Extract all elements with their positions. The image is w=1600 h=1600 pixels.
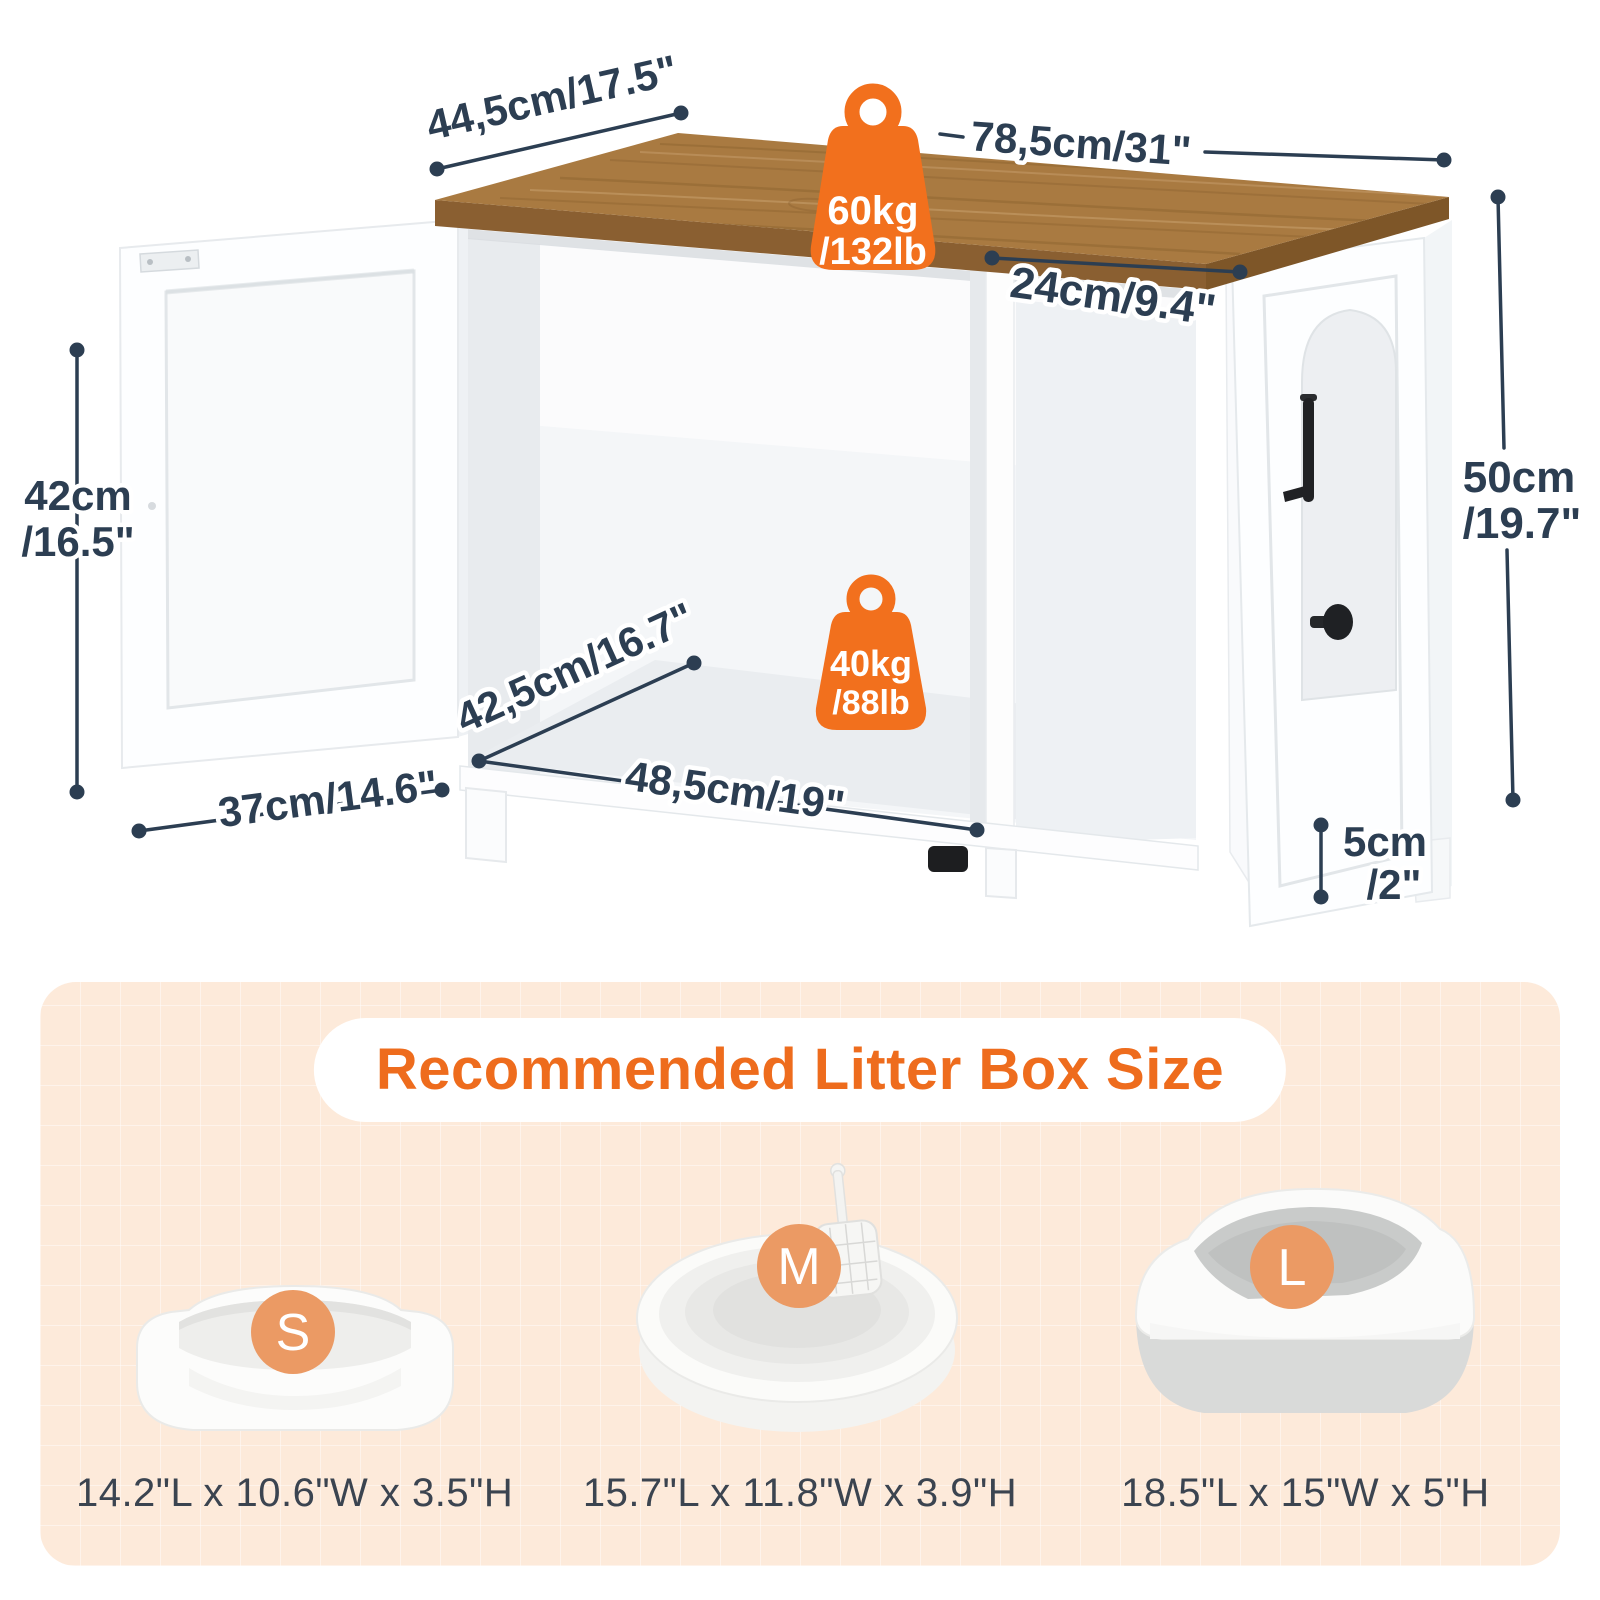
weight-60kg-icon: 60kg /132lb	[810, 83, 936, 273]
dim-leg-height: 5cm /2"	[1313, 814, 1432, 913]
size-badge-medium	[757, 1224, 842, 1308]
cabinet-dimension-diagram: 44,5cm/17.5" 78,5cm/31" 60kg /132lb 24cm…	[17, 45, 1586, 928]
dim-leg-height-label-2: /2"	[1367, 861, 1422, 908]
litter-box-small-dimensions: 14.2"L x 10.6"W x 3.5"H	[75, 1471, 514, 1515]
panel-title: Recommended Litter Box Size	[313, 1018, 1287, 1122]
litter-box-item-large: L 18.5"L x 15"W x 5"H	[1055, 1165, 1557, 1516]
dim-door-width: 37cm/14.6"	[131, 756, 450, 841]
litter-box-small-image: S	[135, 1284, 454, 1431]
weight-60kg-label-1: 60kg	[827, 189, 918, 233]
left-door-panel	[164, 269, 416, 710]
left-door-edge	[458, 221, 468, 737]
size-badge-large-label: L	[1278, 1239, 1307, 1297]
right-door-frame	[1262, 274, 1404, 888]
dim-leg-height-label-1: 5cm	[1343, 818, 1427, 865]
tabletop-surface	[435, 133, 1449, 264]
door-knob-icon	[1323, 604, 1353, 640]
divider-panel	[985, 259, 1015, 847]
litter-box-large-dimensions: 18.5"L x 15"W x 5"H	[1121, 1471, 1490, 1515]
litter-box-medium-image: M	[636, 1162, 959, 1432]
dim-cabinet-height: 50cm /19.7"	[1458, 189, 1586, 808]
legs	[465, 786, 1017, 900]
dim-door-height: 42cm /16.5"	[17, 342, 139, 800]
size-badge-large	[1250, 1225, 1335, 1309]
middle-leg	[985, 846, 1017, 900]
hinge-screw-icon	[185, 256, 191, 262]
weight-40kg-label-2: /88lb	[832, 684, 909, 722]
right-door-arch-window	[1301, 308, 1397, 702]
interior-right-compartment	[1016, 300, 1196, 844]
dim-door-width-label: 37cm/14.6"	[215, 761, 440, 836]
door-screw-icon	[148, 502, 156, 510]
dim-cabinet-height-label-2: /19.7"	[1463, 499, 1582, 548]
interior-left-wall	[468, 238, 540, 776]
latch-cap-icon	[1300, 394, 1317, 401]
tabletop-right-edge	[1206, 197, 1449, 290]
dim-door-height-label-1: 42cm	[24, 472, 131, 519]
recommendation-panel: Recommended Litter Box Size S 14.2"L x 1…	[40, 982, 1560, 1566]
weight-40kg-icon: 40kg /88lb	[815, 574, 927, 730]
left-door-panel-shadow	[165, 268, 415, 295]
weight-60kg-label-2: /132lb	[819, 231, 927, 273]
litter-box-medium-dimensions: 15.7"L x 11.8"W x 3.9"H	[582, 1471, 1018, 1515]
dim-cabinet-height-label-1: 50cm	[1463, 453, 1576, 502]
right-end	[1225, 220, 1452, 928]
door-hinge-plate-icon	[139, 249, 200, 273]
divider-shade	[970, 260, 986, 844]
size-badge-medium-label: M	[778, 1238, 821, 1296]
adjustable-foot	[928, 846, 968, 872]
litter-box-small-wrap: S	[44, 1270, 546, 1445]
front-left-leg	[465, 786, 507, 864]
litter-box-large-image: L	[1135, 1187, 1476, 1413]
left-door	[118, 218, 468, 770]
latch-rod-icon	[1303, 398, 1314, 502]
litter-box-row: S 14.2"L x 10.6"W x 3.5"H	[40, 1160, 1560, 1516]
cabinet-interior	[455, 228, 1200, 871]
litter-box-item-small: S 14.2"L x 10.6"W x 3.5"H	[44, 1270, 546, 1516]
bottom-rail	[459, 765, 1199, 871]
size-badge-small	[250, 1290, 335, 1374]
litter-box-medium-wrap: M	[549, 1160, 1051, 1445]
litter-box-large-wrap: L	[1055, 1165, 1557, 1445]
latch-pin-icon	[1283, 486, 1307, 502]
size-badge-small-label: S	[275, 1304, 310, 1362]
dim-door-height-label-2: /16.5"	[21, 518, 134, 565]
hinge-screw-icon	[147, 259, 153, 265]
dim-top-depth-label: 44,5cm/17.5"	[422, 46, 682, 149]
right-side-panel-edge	[1424, 220, 1452, 892]
litter-box-item-medium: M 15.7"L x 11.8"W x 3.9"H	[549, 1160, 1051, 1516]
weight-40kg-label-1: 40kg	[830, 643, 912, 684]
